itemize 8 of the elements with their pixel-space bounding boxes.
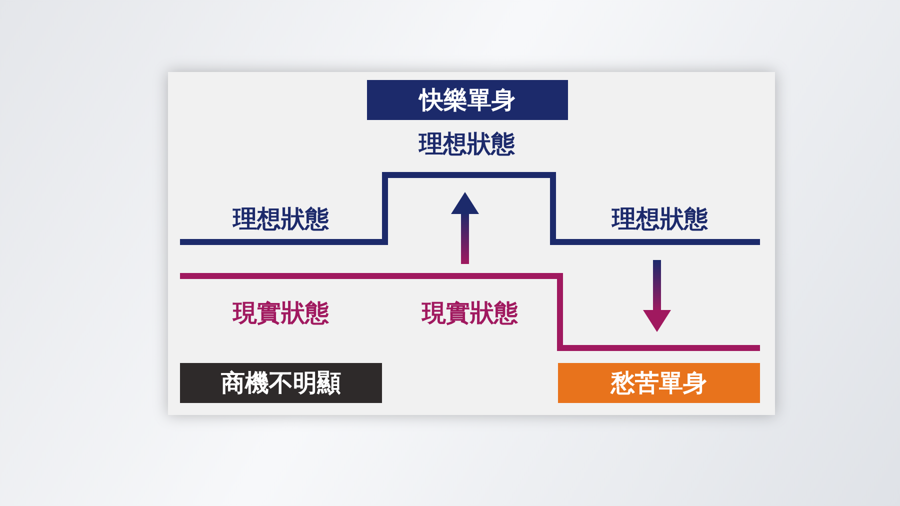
state-label: 理想狀態 bbox=[612, 204, 708, 235]
title-box: 快樂單身 bbox=[367, 80, 568, 120]
label-box: 愁苦單身 bbox=[558, 363, 760, 403]
state-label: 現實狀態 bbox=[233, 298, 329, 329]
label-box: 商機不明顯 bbox=[180, 363, 382, 403]
state-label: 理想狀態 bbox=[233, 204, 329, 235]
state-label: 現實狀態 bbox=[422, 298, 518, 329]
state-label: 理想狀態 bbox=[419, 129, 515, 160]
